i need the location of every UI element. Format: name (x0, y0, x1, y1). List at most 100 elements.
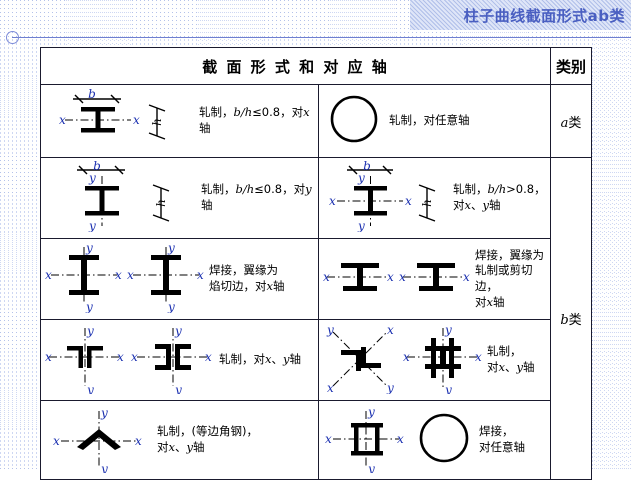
category-letter-a: a (560, 115, 569, 131)
svg-text:x: x (205, 350, 212, 364)
slide-title-band: 柱子曲线截面形式ab类 (410, 0, 631, 30)
svg-text:y: y (444, 323, 452, 337)
svg-text:x: x (131, 350, 138, 364)
cruciform-diagonal-xy-icon: y x x y (323, 322, 399, 398)
svg-text:x: x (323, 270, 330, 284)
category-suffix-b: 类 (568, 313, 582, 328)
cell-row3-left: x x y y x x y (40, 238, 319, 320)
svg-text:y: y (174, 383, 182, 394)
caption-row1-left: 轧制，b/h≤0.8，对x轴 (199, 105, 310, 135)
svg-text:b: b (363, 160, 371, 173)
svg-text:y: y (357, 171, 365, 185)
table-row: b x x h (40, 84, 592, 158)
svg-text:x: x (387, 270, 394, 284)
svg-text:x: x (59, 113, 66, 127)
caption-row2-right: 轧制，b/h>0.8， 对x、y轴 (453, 182, 546, 212)
svg-text:x: x (403, 350, 410, 364)
caption-row1-right: 轧制，对任意轴 (389, 113, 470, 128)
svg-text:x: x (133, 113, 140, 127)
circle-section-icon (323, 90, 385, 152)
cell-row5-right: x x y y 焊接， 对任意轴 (318, 400, 551, 480)
svg-text:x: x (405, 194, 412, 208)
svg-text:x: x (45, 350, 52, 364)
category-suffix-a: 类 (568, 115, 582, 131)
page-title: 柱子曲线截面形式ab类 (463, 6, 625, 25)
caption-row3-left: 焊接，翼缘为 焰切边，对x轴 (209, 263, 285, 293)
cell-row1-right: 轧制，对任意轴 (318, 84, 551, 158)
cell-row3-right: x x x x 焊接，翼缘为 轧制或剪切边， 对x轴 (318, 238, 551, 320)
svg-text:b: b (88, 87, 96, 101)
caption-row4-left: 轧制，对x、y轴 (219, 352, 301, 367)
svg-text:y: y (174, 324, 182, 338)
shapes-table: 截 面 形 式 和 对 应 轴 类别 b (40, 47, 592, 480)
svg-text:y: y (357, 219, 365, 232)
svg-text:y: y (386, 381, 394, 394)
svg-text:x: x (329, 194, 336, 208)
svg-text:h: h (150, 118, 164, 126)
svg-text:y: y (85, 300, 93, 313)
svg-text:y: y (367, 405, 375, 419)
svg-text:x: x (327, 381, 334, 394)
svg-text:x: x (197, 268, 204, 282)
i-beam-y-axis-b-h-icon: b y y h (45, 159, 197, 236)
welded-i-beam-xy-2-icon: x x y y (127, 241, 205, 317)
back-to-back-angles-xy-icon: x x y y (45, 322, 125, 398)
equal-angle-xy-icon: x x y y (45, 403, 153, 477)
svg-text:x: x (45, 268, 52, 282)
category-cell-b: b类 (550, 157, 592, 480)
header-category: 类别 (550, 47, 592, 85)
svg-text:x: x (325, 432, 332, 446)
svg-text:x: x (127, 268, 134, 282)
caption-row4-right: 轧制， 对x、y轴 (487, 344, 535, 374)
header-section-forms: 截 面 形 式 和 对 应 轴 (40, 47, 551, 85)
table-row: x x y y 轧制，(等边角钢)， 对x、y轴 (40, 400, 592, 480)
svg-text:y: y (88, 171, 96, 185)
caption-row5-right: 焊接， 对任意轴 (479, 424, 525, 454)
svg-text:y: y (444, 383, 452, 394)
rotation-handle[interactable] (6, 31, 19, 44)
svg-text:b: b (93, 160, 101, 173)
cell-row4-right: y x x y x (318, 319, 551, 401)
welded-i-beam-xy-1-icon: x x y y (45, 241, 123, 317)
welded-wide-i-beam-x-1-icon: x x (323, 247, 395, 311)
caption-row2-left: 轧制，b/h≤0.8，对y轴 (201, 182, 312, 212)
cell-row2-left: b y y h 轧制，b/h≤0.8，对y轴 (40, 157, 319, 239)
svg-text:y: y (326, 323, 334, 337)
caption-row5-left: 轧制，(等边角钢)， 对x、y轴 (157, 424, 258, 454)
i-beam-x-axis-b-h-icon: b x x h (45, 87, 195, 155)
cell-row4-left: x x y y (40, 319, 319, 401)
svg-text:h: h (154, 199, 168, 207)
svg-text:y: y (167, 241, 175, 255)
svg-text:x: x (387, 323, 394, 337)
svg-text:y: y (167, 300, 175, 313)
svg-text:y: y (88, 219, 96, 232)
svg-text:h: h (420, 199, 434, 207)
caption-row3-right: 焊接，翼缘为 轧制或剪切边， 对x轴 (475, 247, 544, 309)
back-to-back-channels-xy-icon: x x y y (129, 322, 215, 398)
cell-row5-left: x x y y 轧制，(等边角钢)， 对x、y轴 (40, 400, 319, 480)
table-header-row: 截 面 形 式 和 对 应 轴 类别 (40, 47, 592, 85)
cell-row2-right: b x x y y h (318, 157, 551, 239)
svg-text:x: x (463, 270, 470, 284)
cruciform-orthogonal-xy-icon: x x y y (403, 322, 483, 398)
svg-text:y: y (86, 324, 94, 338)
table-row: b y y h 轧制，b/h≤0.8，对y轴 (40, 157, 592, 480)
guide-line (12, 37, 631, 38)
circle-section-icon (413, 408, 475, 472)
svg-text:x: x (117, 350, 124, 364)
svg-text:y: y (100, 462, 108, 473)
welded-wide-i-beam-x-2-icon: x x (399, 247, 471, 311)
svg-text:y: y (85, 241, 93, 255)
section-shapes-table: 截 面 形 式 和 对 应 轴 类别 b (40, 47, 592, 480)
svg-text:x: x (397, 432, 404, 446)
category-letter-b: b (560, 313, 569, 328)
svg-text:x: x (399, 270, 406, 284)
i-beam-xy-axis-b-h-icon: b x x y y h (323, 159, 449, 236)
svg-text:x: x (475, 350, 482, 364)
svg-text:y: y (100, 406, 108, 420)
svg-text:y: y (86, 383, 94, 394)
category-cell-a: a类 (550, 84, 592, 158)
svg-text:x: x (135, 434, 142, 448)
svg-text:x: x (53, 434, 60, 448)
welded-box-section-xy-icon: x x y y (323, 403, 409, 477)
